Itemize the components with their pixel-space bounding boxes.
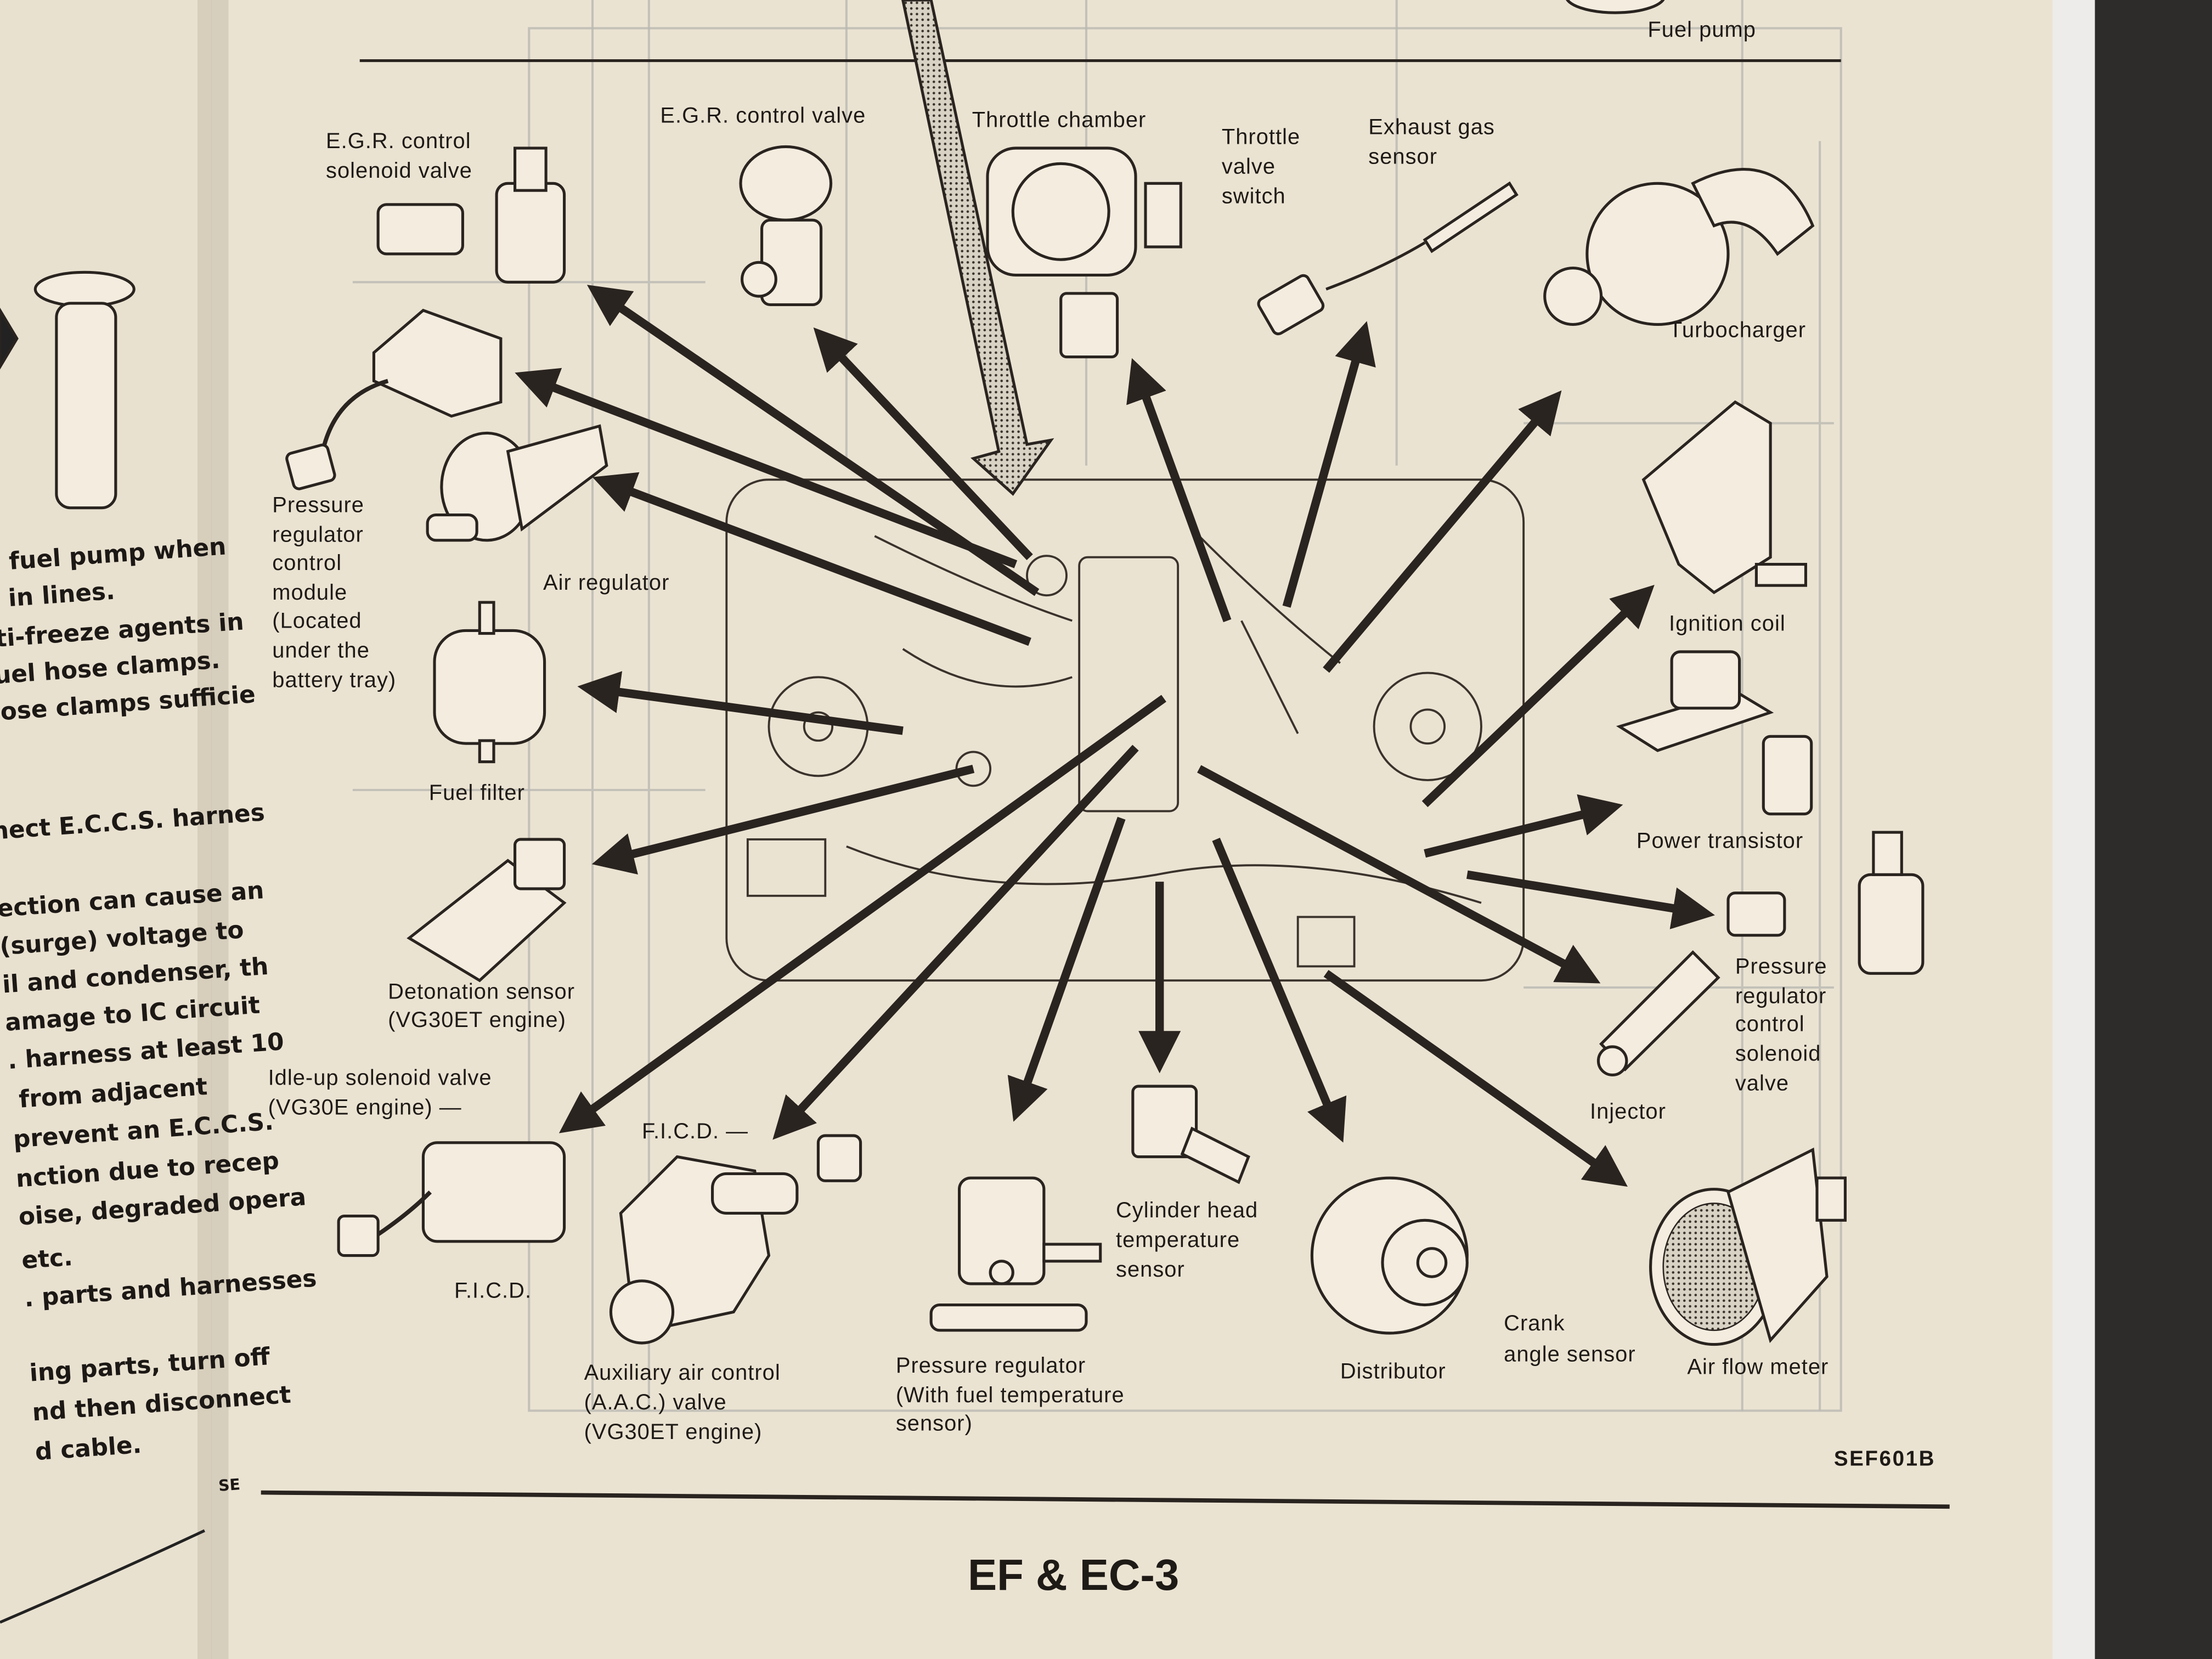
air-regulator-part: [426, 424, 608, 542]
label-egr-valve: E.G.R. control valve: [660, 104, 866, 128]
book-gutter: [198, 0, 229, 1659]
air-flow-meter-part: [1649, 1147, 1847, 1346]
label-aac-valve: (VG30ET engine): [584, 1420, 763, 1444]
arrow-pressure-regulator: [1007, 816, 1126, 1122]
label-prc-module: Pressure: [272, 493, 364, 517]
label-prc-solenoid: Pressure: [1735, 954, 1827, 978]
label-crank-angle-sensor: angle sensor: [1504, 1342, 1636, 1366]
engine-illustration: [725, 478, 1525, 982]
arrow-egr-valve: [813, 327, 1033, 561]
egr-valve-part: [739, 145, 833, 306]
label-ignition-coil: Ignition coil: [1669, 611, 1786, 635]
label-prc-module: under the: [272, 638, 370, 662]
exhaust-gas-sensor-part: [1257, 181, 1519, 336]
label-fuel-pump: Fuel pump: [1647, 18, 1756, 42]
label-pressure-regulator: sensor): [896, 1411, 973, 1435]
throttle-chamber-part: [986, 146, 1182, 359]
idle-up-solenoid-part: [337, 1141, 566, 1257]
label-power-transistor: Power transistor: [1637, 828, 1803, 853]
ignition-coil-part: [1641, 400, 1807, 595]
label-detonation-sensor: Detonation sensor: [388, 980, 575, 1004]
label-prc-module: (Located: [272, 608, 362, 633]
label-turbocharger: Turbocharger: [1669, 318, 1806, 342]
arrow-idle-up-valve: [558, 695, 1166, 1133]
label-cyl-head-sensor: Cylinder head: [1116, 1198, 1258, 1222]
arrow-air-regulator: [592, 472, 1031, 646]
arrow-detonation-sensor: [591, 764, 975, 875]
label-prc-module: module: [272, 580, 347, 605]
prc-solenoid-part: [1726, 831, 1925, 975]
arrow-prc-solenoid: [1466, 870, 1715, 929]
page-number: EF & EC-3: [968, 1550, 1179, 1599]
arrow-air-flow-meter: [1323, 969, 1628, 1187]
pointer-arrows: [515, 285, 1715, 1187]
label-prc-module: regulator: [272, 522, 364, 546]
distributor-part: [1310, 1176, 1469, 1335]
arrow-power-transistor: [1424, 794, 1623, 858]
label-prc-solenoid: control: [1735, 1012, 1805, 1036]
arrow-fuel-filter: [577, 671, 904, 735]
arrow-prc-module: [515, 368, 1018, 568]
label-prc-module: battery tray): [272, 668, 396, 692]
label-throttle-chamber: Throttle chamber: [972, 108, 1147, 132]
label-prc-module: control: [272, 551, 342, 575]
cyl-head-sensor-part: [1131, 1085, 1250, 1184]
arrow-injector: [1197, 765, 1601, 984]
label-throttle-switch: valve: [1222, 154, 1276, 178]
label-aac-valve: Auxiliary air control: [584, 1361, 781, 1385]
label-throttle-switch: switch: [1222, 184, 1286, 208]
label-cyl-head-sensor: sensor: [1116, 1257, 1185, 1282]
label-air-flow-meter: Air flow meter: [1687, 1355, 1829, 1379]
arrow-distributor: [1212, 838, 1347, 1143]
component-labels: E.G.R. control solenoid valve E.G.R. con…: [268, 18, 1829, 1444]
hatched-pointer-arrow: [901, 0, 1054, 496]
arrow-throttle-chamber: [1126, 358, 1232, 623]
label-egr-solenoid: E.G.R. control: [326, 129, 471, 153]
label-throttle-switch: Throttle: [1222, 125, 1300, 149]
label-cyl-head-sensor: temperature: [1116, 1228, 1240, 1252]
label-ficd-bottom: F.I.C.D.: [454, 1279, 532, 1303]
label-crank-angle-sensor: Crank: [1504, 1311, 1565, 1335]
label-ficd-top: F.I.C.D. —: [642, 1119, 748, 1143]
injector-part: [1596, 950, 1720, 1076]
arrow-turbocharger: [1323, 390, 1562, 673]
turbocharger-part: [1543, 168, 1815, 326]
label-exhaust-gas-sensor: sensor: [1368, 144, 1437, 168]
label-distributor: Distributor: [1340, 1359, 1446, 1383]
pressure-regulator-part: [929, 1176, 1102, 1332]
figure-code: SEF601B: [1834, 1447, 1936, 1471]
label-prc-solenoid: valve: [1735, 1071, 1789, 1096]
label-exhaust-gas-sensor: Exhaust gas: [1368, 115, 1495, 139]
arrow-ficd: [772, 744, 1139, 1140]
label-air-regulator: Air regulator: [543, 571, 669, 595]
label-pressure-regulator: (With fuel temperature: [896, 1383, 1125, 1407]
label-injector: Injector: [1590, 1099, 1666, 1124]
label-aac-valve: (A.A.C.) valve: [584, 1390, 727, 1414]
label-idle-up-valve: Idle-up solenoid valve: [268, 1065, 492, 1090]
label-detonation-sensor: (VG30ET engine): [388, 1008, 566, 1032]
egr-solenoid-valve-part: [376, 146, 566, 284]
label-pressure-regulator: Pressure regulator: [896, 1353, 1086, 1378]
left-text-line: etc.: [21, 1243, 74, 1274]
left-text-line: SE: [218, 1475, 241, 1495]
fuel-pump-part: [1566, 0, 1665, 14]
detonation-sensor-part: [407, 838, 567, 983]
fuel-filter-part: [433, 601, 546, 764]
component-illustrations: [285, 0, 1925, 1346]
arrow-ignition-coil: [1421, 584, 1655, 808]
prc-module-part: [285, 308, 503, 490]
label-egr-solenoid: solenoid valve: [326, 159, 472, 183]
label-prc-solenoid: solenoid: [1735, 1042, 1821, 1066]
label-prc-solenoid: regulator: [1735, 984, 1827, 1008]
label-idle-up-valve: (VG30E engine) —: [268, 1095, 462, 1119]
left-fuel-pump-illustration: [0, 270, 136, 510]
aac-valve-part: [609, 1134, 862, 1345]
power-transistor-part: [1616, 650, 1813, 816]
bottom-rule: [261, 1490, 1950, 1509]
label-fuel-filter: Fuel filter: [429, 781, 525, 805]
arrow-exhaust-gas-sensor: [1282, 321, 1376, 608]
left-page-rule: [0, 1529, 205, 1624]
